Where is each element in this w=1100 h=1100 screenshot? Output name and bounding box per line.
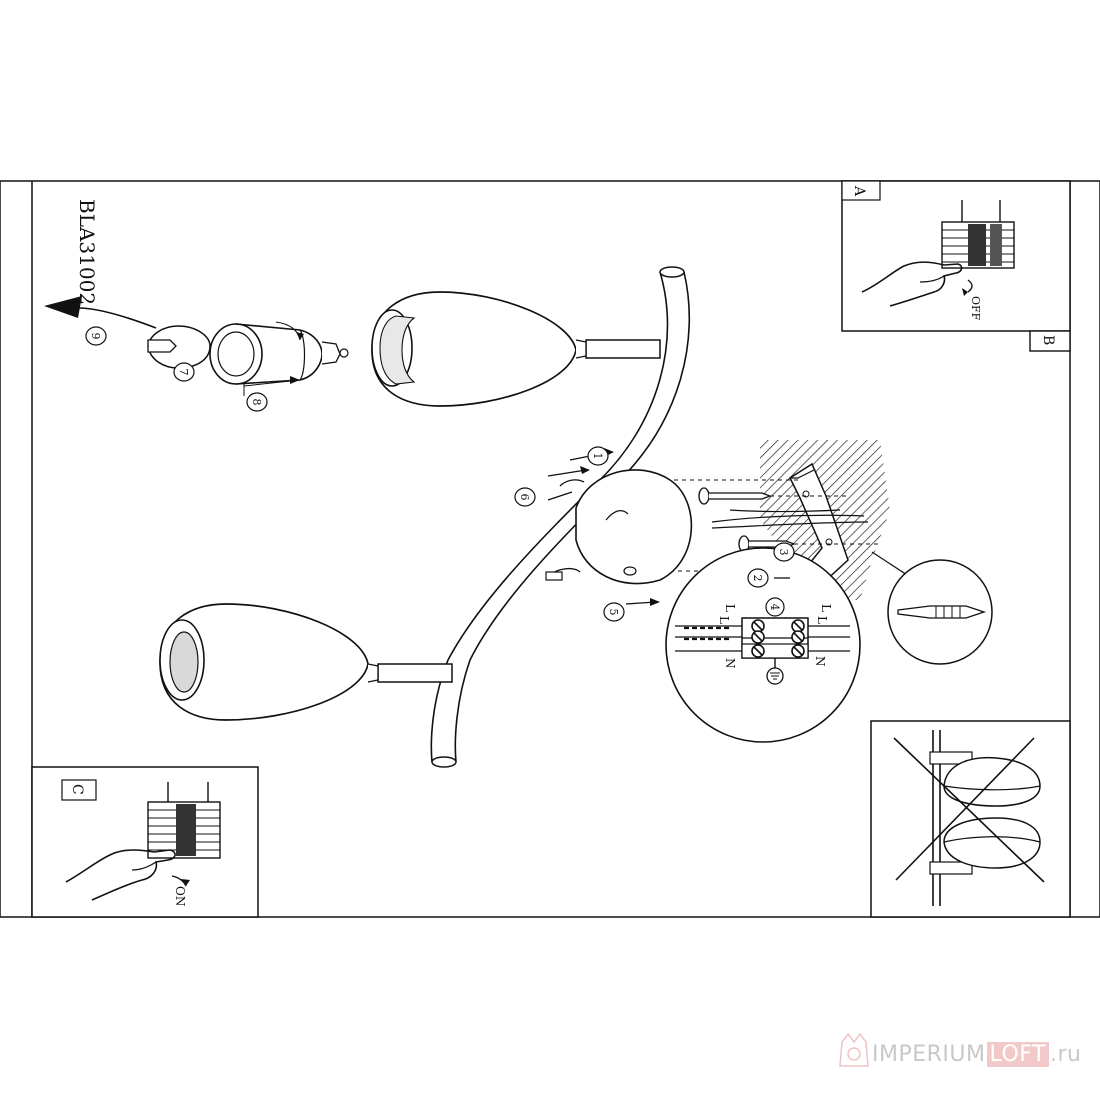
svg-text:7: 7: [177, 369, 190, 376]
svg-text:3: 3: [777, 549, 790, 556]
svg-text:6: 6: [518, 494, 531, 501]
switch-off-label: OFF: [969, 296, 982, 321]
svg-text:8: 8: [250, 399, 263, 406]
panel-c-label: C: [69, 784, 85, 795]
step-marker-4: 4: [768, 604, 781, 611]
terminal-left-2: L: [717, 616, 731, 624]
bulb-assembly: [44, 296, 349, 396]
svg-text:9: 9: [89, 333, 102, 340]
wall-plug-detail: [887, 559, 993, 665]
watermark: IMPERIUM LOFT .ru: [872, 1038, 1081, 1070]
panel-wrong-orientation: [870, 720, 1071, 918]
svg-text:2: 2: [751, 575, 764, 582]
panel-c: C ON: [31, 766, 259, 918]
step-marker-2: 2: [747, 568, 769, 588]
terminal-left-1: L: [723, 604, 737, 612]
canopy: [545, 469, 693, 585]
svg-text:4: 4: [768, 604, 781, 611]
step-marker-7: 7: [173, 362, 195, 382]
upper-lamp: [371, 291, 661, 407]
panel-b-label: B: [1040, 335, 1056, 345]
watermark-part-1: IMPERIUM: [872, 1041, 986, 1067]
terminal-right-1: L: [819, 604, 833, 612]
svg-text:1: 1: [591, 453, 604, 460]
panel-a-label: A: [851, 185, 867, 197]
switch-on-label: ON: [173, 886, 187, 906]
terminal-right-3: N: [813, 656, 827, 667]
terminal-block-detail: [665, 547, 861, 743]
terminal-right-2: L: [815, 616, 829, 624]
step-marker-8: 8: [246, 392, 268, 412]
panel-a: A OFF: [841, 180, 1071, 332]
lower-lamp: [159, 603, 453, 721]
step-marker-5: 5: [603, 602, 625, 622]
step-marker-9: 9: [85, 326, 107, 346]
svg-text:5: 5: [607, 609, 620, 616]
fixture-bar: [430, 266, 690, 768]
watermark-logo-icon: [839, 1032, 869, 1067]
terminal-labels: L L N L L N: [717, 604, 833, 669]
step-marker-3: 3: [773, 542, 795, 562]
watermark-part-2: LOFT: [986, 1041, 1049, 1067]
step-marker-6: 6: [514, 487, 536, 507]
model-code: BLA31002: [75, 199, 99, 305]
step-marker-1: 1: [587, 446, 609, 466]
terminal-left-3: N: [723, 658, 737, 669]
panel-b: B: [1029, 330, 1071, 352]
watermark-part-3: .ru: [1050, 1041, 1082, 1067]
step-markers: 1 6 2 3 4 5 7 8: [85, 326, 795, 622]
